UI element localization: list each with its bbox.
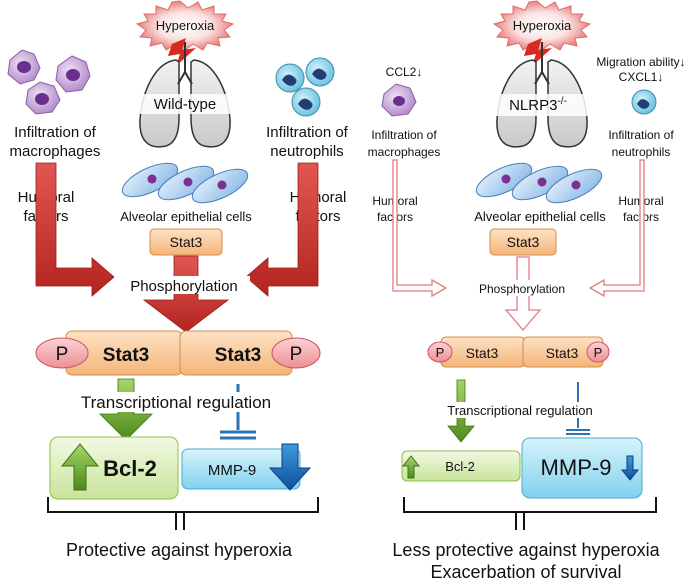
right-phospho-left	[427, 341, 453, 363]
left-panel: Hyperoxia Wild-type Infiltration of macr…	[7, 0, 349, 560]
right-ccl2-label: CCL2↓	[386, 65, 423, 79]
right-mmp9-label: MMP-9	[541, 455, 612, 480]
left-phospho-right	[271, 337, 321, 369]
left-macrophage-label-1: Infiltration of	[14, 124, 97, 141]
right-stat3-label: Stat3	[507, 234, 540, 250]
right-lung-icon: NLRP3-/-	[494, 42, 592, 148]
right-hyperoxia-label: Hyperoxia	[513, 18, 572, 33]
right-lightning-icon	[524, 38, 552, 66]
left-neutrophil-label-2: neutrophils	[270, 143, 343, 160]
left-mmp9-label: MMP-9	[208, 462, 256, 479]
right-mmp9-down-arrow	[620, 455, 640, 481]
left-epithelial-cells-icon	[121, 162, 249, 204]
left-transcriptional-label: Transcriptional regulation	[81, 393, 271, 412]
right-neutrophil-label-2: neutrophils	[612, 145, 671, 159]
right-epithelial-label: Alveolar epithelial cells	[474, 209, 606, 224]
right-hyperoxia-burst: Hyperoxia	[492, 0, 592, 66]
left-lung-icon: Wild-type	[139, 42, 231, 148]
right-bcl2-box	[401, 450, 521, 482]
right-stat3-box	[489, 228, 557, 256]
left-stat3-box	[149, 228, 223, 256]
right-lung-label: NLRP3-/-	[509, 96, 567, 114]
left-stat3-dimer-left-label: Stat3	[103, 345, 149, 366]
right-conclusion-2: Exacerbation of survival	[430, 562, 621, 582]
right-bcl2-up-arrow	[401, 455, 421, 479]
right-humoral-arrow-left	[392, 159, 448, 298]
left-phospho-left-label: P	[56, 344, 69, 365]
left-hyperoxia-label: Hyperoxia	[156, 18, 215, 33]
right-phosphorylation-label: Phosphorylation	[479, 282, 565, 296]
right-macrophage-label-1: Infiltration of	[371, 128, 437, 142]
left-hyperoxia-burst: Hyperoxia	[135, 0, 235, 66]
right-stat3-dimer-right-label: Stat3	[546, 345, 579, 361]
left-epithelial-label: Alveolar epithelial cells	[120, 209, 252, 224]
right-panel: Hyperoxia NLRP3-/- CCL2↓ Infiltration of…	[368, 0, 686, 582]
right-bcl2-label: Bcl-2	[445, 459, 475, 474]
right-phospho-right-label: P	[594, 345, 603, 360]
right-conclusion-1: Less protective against hyperoxia	[392, 540, 660, 560]
left-macrophages-icon	[7, 49, 91, 115]
left-bcl2-up-arrow	[60, 443, 100, 491]
left-neutrophils-icon	[275, 57, 335, 117]
left-lightning-icon	[168, 38, 196, 66]
left-humoral-arrow-left	[35, 162, 115, 297]
left-macrophage-label-2: macrophages	[10, 143, 101, 160]
right-migration-label: Migration ability↓	[596, 55, 685, 69]
right-stat3-dimer-left-label: Stat3	[466, 345, 499, 361]
left-neutrophil-label-1: Infiltration of	[266, 124, 349, 141]
left-phospho-right-label: P	[290, 344, 303, 365]
right-bracket	[403, 497, 657, 530]
left-conclusion: Protective against hyperoxia	[66, 540, 293, 560]
left-mmp9-down-arrow	[268, 443, 312, 491]
right-macrophage-label-2: macrophages	[368, 145, 441, 159]
right-humoral-arrow-right	[588, 159, 645, 298]
left-humoral-arrow-right	[245, 162, 319, 297]
right-epithelial-cells-icon	[475, 162, 603, 204]
left-bracket	[47, 497, 319, 530]
right-transcriptional-label: Transcriptional regulation	[447, 403, 592, 418]
left-stat3-dimer-right-label: Stat3	[215, 345, 261, 366]
left-lung-label: Wild-type	[154, 96, 217, 113]
right-mmp9-box	[521, 437, 643, 499]
right-macrophage-icon	[381, 83, 417, 117]
right-phospho-right	[586, 341, 610, 363]
left-stat3-label: Stat3	[170, 234, 203, 250]
right-cxcl1-label: CXCL1↓	[619, 70, 664, 84]
left-bcl2-label: Bcl-2	[103, 456, 157, 481]
left-phosphorylation-label: Phosphorylation	[130, 278, 238, 295]
right-neutrophil-icon	[631, 89, 657, 115]
right-neutrophil-label-1: Infiltration of	[608, 128, 674, 142]
left-phospho-left	[35, 337, 89, 369]
right-phospho-left-label: P	[436, 345, 445, 360]
